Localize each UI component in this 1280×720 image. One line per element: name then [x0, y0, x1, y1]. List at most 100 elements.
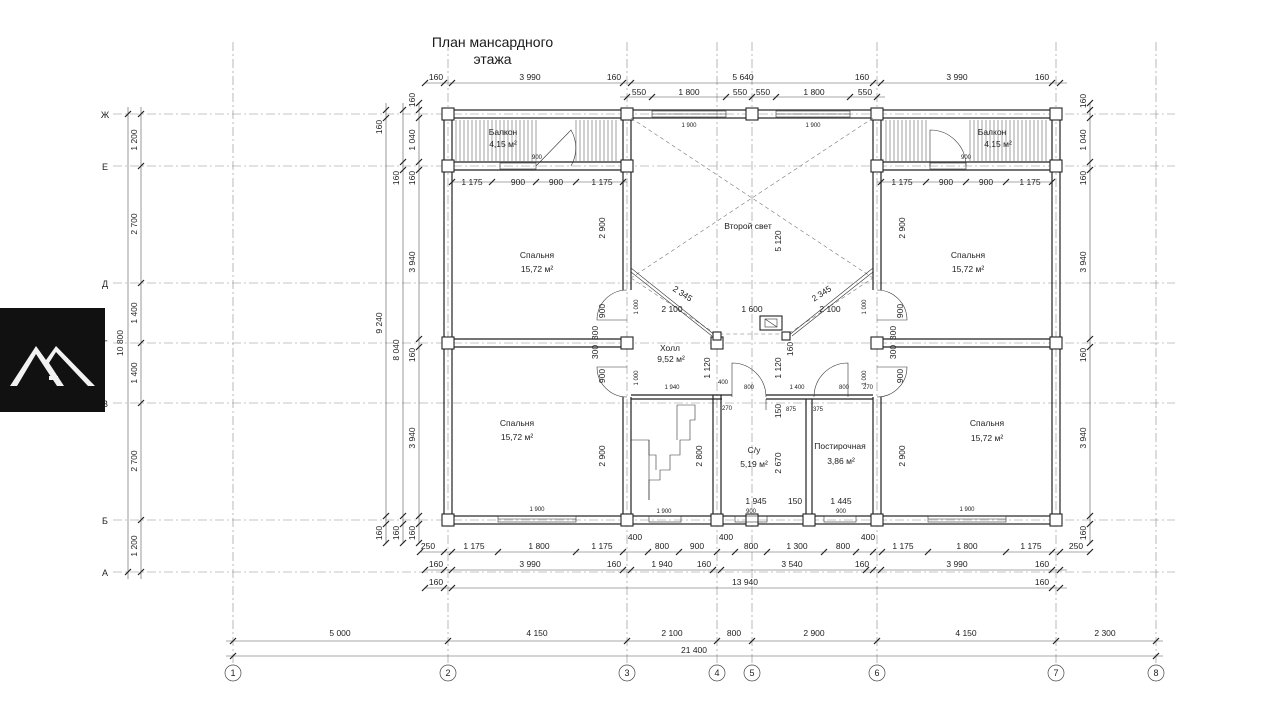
dim-label: 4 150 [526, 628, 548, 638]
room-name: С/у [748, 445, 762, 455]
room-area: 4,15 м² [489, 139, 517, 149]
dim-tick [748, 637, 756, 645]
dim-label: 1 200 [129, 129, 139, 151]
dim-tick [137, 516, 145, 524]
dim-label: 900 [549, 177, 563, 187]
dim-tick [1052, 637, 1060, 645]
axis-label-zh: Ж [101, 110, 110, 120]
dim-label: 150 [773, 404, 783, 418]
balcony-hatching [455, 120, 1047, 161]
dim-tick [415, 106, 423, 114]
axis-label-b: Б [102, 516, 108, 526]
dim-label: 1 175 [1019, 177, 1041, 187]
dim-label: 875 [786, 407, 797, 413]
dim-label: 1 120 [702, 357, 712, 379]
dim-tick [440, 566, 448, 574]
wall-post [870, 336, 884, 350]
dim-label: 1 000 [634, 299, 640, 315]
dim-tick [1086, 99, 1094, 107]
dim-label: 400 [718, 380, 729, 386]
dim-label: 2 300 [1094, 628, 1116, 638]
dim-label: 160 [407, 171, 417, 185]
axis-label-a: А [102, 568, 108, 578]
dim-tick [619, 178, 627, 186]
dim-tick [1048, 548, 1056, 556]
room-area: 5,19 м² [740, 459, 768, 469]
dim-tick [623, 93, 631, 101]
dim-label: 160 [1035, 577, 1049, 587]
room-area: 15,72 м² [521, 264, 553, 274]
dim-label: 300 [590, 345, 600, 359]
dim-tick [448, 548, 456, 556]
dim-tick [922, 178, 930, 186]
dim-label: 160 [1078, 171, 1088, 185]
dim-tick [717, 566, 725, 574]
dim-label: 1 000 [862, 299, 868, 315]
dim-tick [1086, 539, 1094, 547]
dim-label: 1 800 [528, 541, 550, 551]
room-name: Балкон [978, 127, 1007, 137]
dim-tick [229, 652, 237, 660]
dim-tick [1056, 548, 1064, 556]
dim-label: 160 [1078, 526, 1088, 540]
wall-post [710, 513, 724, 527]
wall-post [441, 159, 455, 173]
dim-tick [623, 637, 631, 645]
dim-label: 2 100 [661, 628, 683, 638]
dim-label: 1 000 [634, 370, 640, 386]
dim-label: 900 [979, 177, 993, 187]
dim-label: 800 [744, 541, 758, 551]
room-area: 15,72 м² [952, 264, 984, 274]
second-light-void [630, 117, 874, 341]
dim-label: 1 175 [461, 177, 483, 187]
wall-post [441, 513, 455, 527]
dim-tick [1056, 79, 1064, 87]
dim-tick [877, 566, 885, 574]
dim-label: 1 000 [862, 370, 868, 386]
dim-label: 160 [391, 171, 401, 185]
dim-tick [619, 79, 627, 87]
dim-label: 3 540 [781, 559, 803, 569]
dim-tick [1048, 178, 1056, 186]
room-area: 4,15 м² [984, 139, 1012, 149]
axis-label-8: 8 [1153, 668, 1158, 678]
dim-label: 1 900 [681, 123, 697, 129]
dim-tick [1002, 178, 1010, 186]
dim-label: 800 [655, 541, 669, 551]
dim-label: 150 [788, 496, 802, 506]
dim-label: 1 120 [773, 357, 783, 379]
dim-label: 1 300 [786, 541, 808, 551]
wall-post [441, 107, 455, 121]
dim-tick [137, 279, 145, 287]
dim-label: 900 [597, 369, 607, 383]
dim-label: 375 [813, 407, 824, 413]
dimension-ticks [124, 79, 1160, 660]
dim-label: 300 [590, 326, 600, 340]
dim-tick [415, 539, 423, 547]
dim-label: 160 [374, 120, 384, 134]
dim-tick [382, 512, 390, 520]
dim-label: 160 [855, 72, 869, 82]
dim-label: 13 940 [732, 577, 758, 587]
dim-tick [846, 93, 854, 101]
dim-tick [873, 637, 881, 645]
dim-tick [820, 548, 828, 556]
dim-label: 400 [719, 532, 733, 542]
dim-label: 160 [407, 526, 417, 540]
dim-label: 3 990 [519, 72, 541, 82]
dim-label: 900 [961, 155, 972, 161]
dim-label: 160 [429, 559, 443, 569]
dim-label: 2 900 [897, 445, 907, 467]
dim-label: 2 900 [897, 217, 907, 239]
dim-tick [627, 566, 635, 574]
dim-tick [644, 548, 652, 556]
dim-label: 1 900 [656, 509, 672, 515]
dim-tick [421, 584, 429, 592]
room-area: 15,72 м² [501, 432, 533, 442]
dim-label: 21 400 [681, 645, 707, 655]
dim-tick [416, 548, 424, 556]
dim-label: 270 [863, 385, 874, 391]
dim-tick [421, 79, 429, 87]
dim-tick [399, 512, 407, 520]
